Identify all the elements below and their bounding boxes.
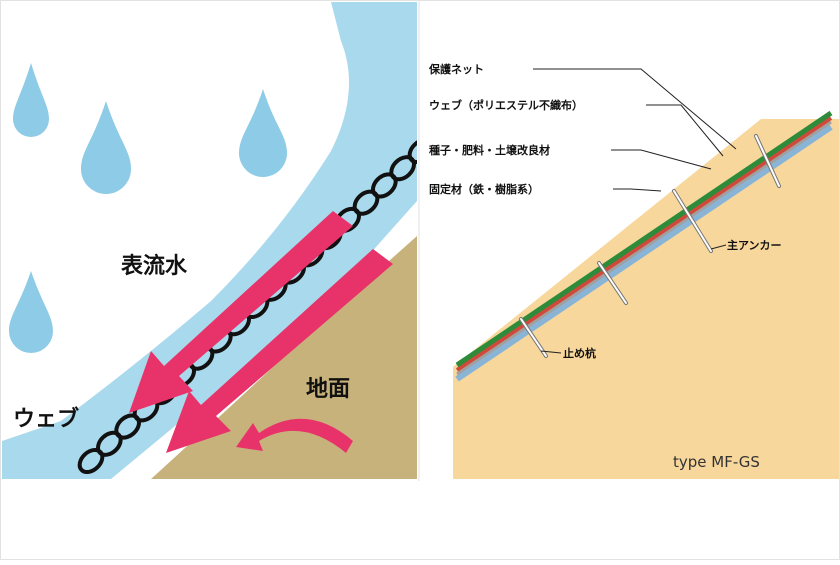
layer-blue bbox=[455, 124, 833, 382]
leader-lines bbox=[533, 68, 737, 354]
raindrop-4 bbox=[9, 271, 53, 353]
slope-soil bbox=[453, 119, 839, 479]
ground-label: 地面 bbox=[306, 377, 350, 402]
anchor-pin-label: 固定材（鉄・樹脂系） bbox=[429, 182, 539, 196]
left-illustration: 表流水 ウェブ 地面 bbox=[2, 2, 417, 480]
runoff-arrows bbox=[129, 211, 393, 453]
main-anchor-label: 主アンカー bbox=[727, 238, 782, 252]
type-label: type MF-GS bbox=[673, 453, 760, 471]
raindrop-3 bbox=[239, 89, 287, 177]
surface-runoff-label: 表流水 bbox=[121, 253, 188, 279]
coil-loop bbox=[407, 137, 417, 165]
protective-net-label: 保護ネット bbox=[428, 62, 484, 76]
stop-pin-label: 止め杭 bbox=[563, 346, 596, 360]
raindrop-2 bbox=[81, 101, 131, 194]
runoff-arrow-1 bbox=[129, 211, 353, 413]
raindrop-1 bbox=[13, 63, 49, 137]
seed-layer-label: 種子・肥料・土壌改良材 bbox=[429, 143, 550, 157]
ground-flow-arrow bbox=[236, 418, 353, 453]
layer-green bbox=[455, 110, 833, 368]
web-label-right: ウェブ（ポリエステル不織布） bbox=[429, 98, 583, 112]
web-label-left: ウェブ bbox=[13, 406, 79, 432]
runoff-arrow-2 bbox=[166, 249, 393, 453]
right-illustration: 保護ネット ウェブ（ポリエステル不織布） 種子・肥料・土壌改良材 固定材（鉄・樹… bbox=[428, 62, 839, 479]
